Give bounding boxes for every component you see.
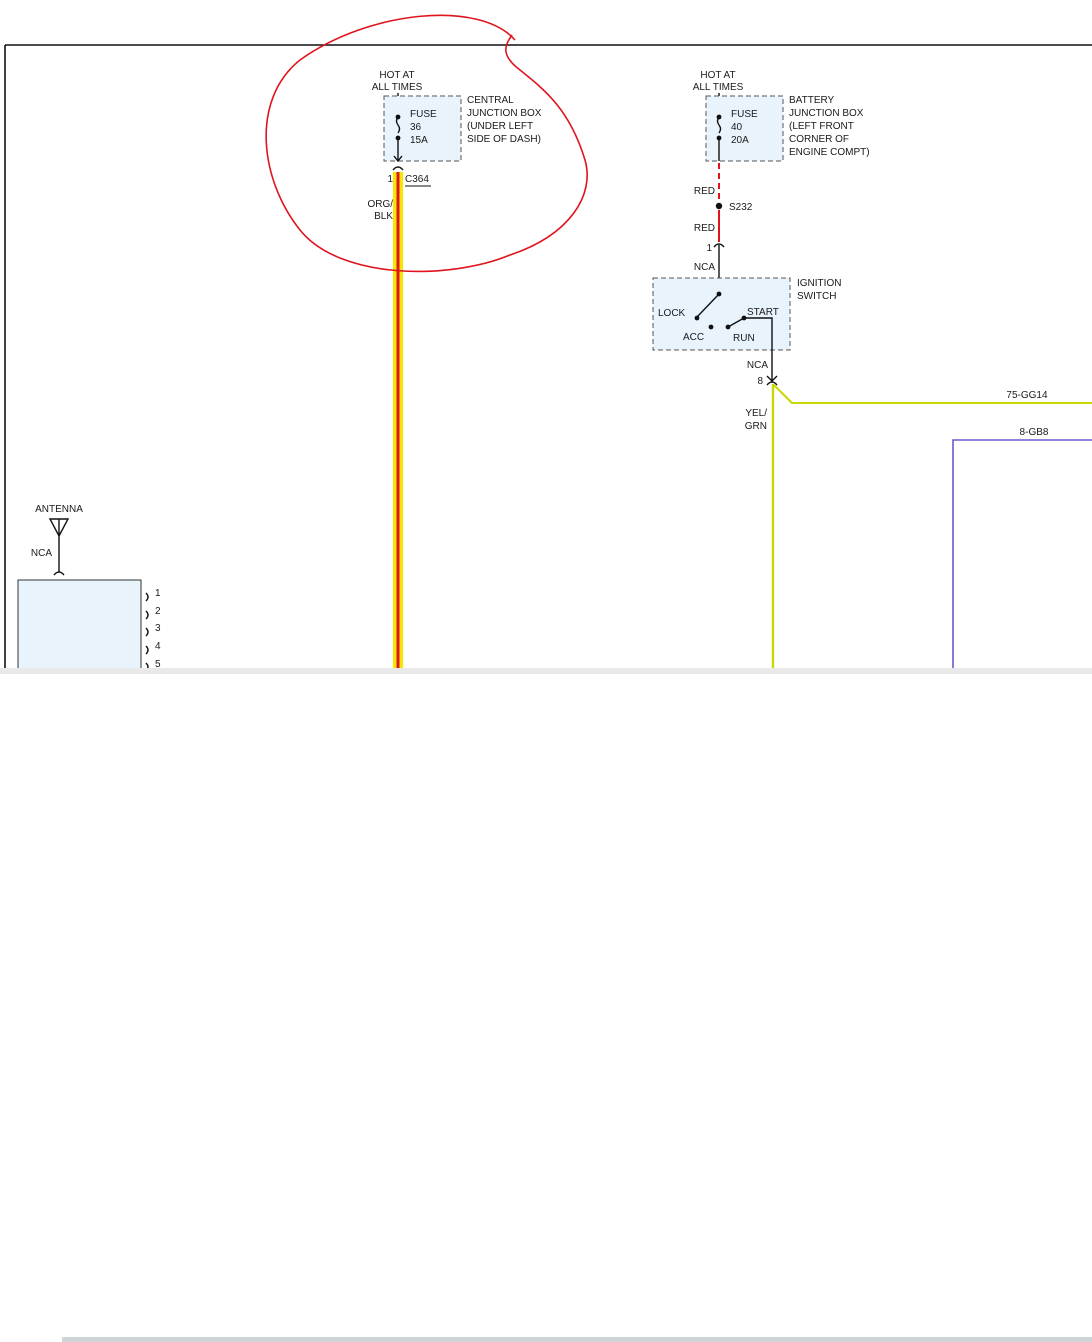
fuse1-connector: C364 bbox=[405, 174, 429, 185]
antenna-label: ANTENNA bbox=[35, 504, 83, 515]
ignition-switch-box bbox=[652, 277, 791, 351]
ign-pos-run: RUN bbox=[733, 333, 755, 344]
fuse2-hot-line1: HOT AT bbox=[700, 70, 735, 81]
pin-label-2: 2 bbox=[155, 606, 161, 617]
fuse2-number: 40 bbox=[731, 122, 743, 133]
fuse2-junction-line2: JUNCTION BOX bbox=[789, 108, 864, 119]
fuse1-junction-line3: (UNDER LEFT bbox=[467, 121, 533, 132]
antenna-connector-symbol bbox=[53, 571, 65, 576]
fuse2-wire-bottom: RED bbox=[694, 223, 715, 234]
annotation-circle bbox=[265, 14, 588, 273]
fuse2-junction-line4: CORNER OF bbox=[789, 134, 849, 145]
ign-wire-color-line2: GRN bbox=[745, 421, 767, 432]
ign-pos-lock: LOCK bbox=[658, 308, 686, 319]
fuse2-splice: S232 bbox=[729, 202, 753, 213]
ign-out-connector-symbol bbox=[766, 381, 778, 386]
ign-nca-in: NCA bbox=[694, 262, 715, 273]
pin-bracket-1 bbox=[145, 592, 149, 602]
fuse2-junction-line3: (LEFT FRONT bbox=[789, 121, 854, 132]
battery-junction-fuse-group: HOT AT ALL TIMES FUSE 40 20A BATTERY JUN… bbox=[693, 70, 870, 242]
fuse1-wire-color-line2: BLK bbox=[374, 211, 393, 222]
splice-dot bbox=[715, 202, 723, 210]
pin-label-5: 5 bbox=[155, 659, 161, 670]
fuse1-junction-line2: JUNCTION BOX bbox=[467, 108, 542, 119]
fuse1-fuse-symbol bbox=[395, 116, 401, 134]
ign-out-arrow bbox=[766, 375, 778, 382]
fuse1-arrow bbox=[393, 155, 403, 163]
fuse1-number: 36 bbox=[410, 122, 422, 133]
ign-run-start-link bbox=[727, 317, 745, 328]
ref-gg14: 75-GG14 bbox=[1006, 390, 1048, 401]
ign-acc-contact bbox=[708, 324, 714, 330]
fuse1-hot-line1: HOT AT bbox=[379, 70, 414, 81]
pin-label-1: 1 bbox=[155, 588, 161, 599]
ign-switch-arm bbox=[696, 293, 720, 318]
pin-bracket-4 bbox=[145, 645, 149, 655]
pin-bracket-2 bbox=[145, 610, 149, 620]
ign-pos-start: START bbox=[747, 307, 779, 318]
ign-pin-in: 1 bbox=[706, 243, 712, 254]
fuse1-box bbox=[383, 95, 462, 162]
fuse2-box bbox=[705, 95, 784, 162]
fuse2-rating: 20A bbox=[731, 135, 749, 146]
fuse1-rating: 15A bbox=[410, 135, 428, 146]
ref-gb8: 8-GB8 bbox=[1020, 427, 1049, 438]
fuse2-hot-line2: ALL TIMES bbox=[693, 82, 744, 93]
ignition-switch-group: 1 NCA IGNITION SWITCH LOCK ACC RUN START… bbox=[652, 243, 1092, 674]
ign-start-wire bbox=[744, 317, 773, 350]
pin-bracket-3 bbox=[145, 627, 149, 637]
horizontal-scrollbar[interactable] bbox=[0, 668, 1092, 1342]
fuse1-hot-line2: ALL TIMES bbox=[372, 82, 423, 93]
fuse1-junction-line4: SIDE OF DASH) bbox=[467, 134, 541, 145]
org-blk-wire-core bbox=[396, 172, 400, 674]
ign-label-line1: IGNITION bbox=[797, 278, 841, 289]
fuse1-wire-color-line1: ORG/ bbox=[367, 199, 393, 210]
ign-in-connector-symbol bbox=[713, 243, 725, 248]
fuse1-junction-line1: CENTRAL bbox=[467, 95, 514, 106]
fuse2-wire-top: RED bbox=[694, 186, 715, 197]
fuse2-fuse-symbol bbox=[716, 116, 722, 134]
ign-lock-contact bbox=[694, 315, 700, 321]
horizontal-scrollbar-thumb[interactable] bbox=[62, 1337, 1092, 1342]
radio-pins: 1 2 3 4 5 bbox=[145, 588, 161, 672]
antenna-nca: NCA bbox=[31, 548, 52, 559]
fuse1-connector-symbol bbox=[392, 166, 404, 171]
ign-pos-acc: ACC bbox=[683, 332, 704, 343]
radio-module-box bbox=[17, 579, 142, 674]
yel-grn-wire-right bbox=[773, 384, 1092, 404]
ign-label-line2: SWITCH bbox=[797, 291, 836, 302]
pin-label-3: 3 bbox=[155, 623, 161, 634]
pin-label-4: 4 bbox=[155, 641, 161, 652]
central-junction-fuse-group: HOT AT ALL TIMES FUSE 36 15A CENTRAL JUN… bbox=[367, 70, 542, 674]
ign-pin-out: 8 bbox=[757, 376, 763, 387]
fuse1-pin: 1 bbox=[387, 174, 393, 185]
fuse2-label: FUSE bbox=[731, 109, 758, 120]
fuse2-junction-line5: ENGINE COMPT) bbox=[789, 147, 870, 158]
purple-wire bbox=[952, 439, 1092, 674]
ign-nca-out: NCA bbox=[747, 360, 768, 371]
ign-wire-color-line1: YEL/ bbox=[745, 408, 767, 419]
fuse1-label: FUSE bbox=[410, 109, 437, 120]
fuse2-junction-line1: BATTERY bbox=[789, 95, 835, 106]
wiring-diagram: HOT AT ALL TIMES FUSE 36 15A CENTRAL JUN… bbox=[4, 14, 1092, 674]
antenna-group: ANTENNA NCA 1 2 3 4 5 bbox=[17, 504, 161, 674]
